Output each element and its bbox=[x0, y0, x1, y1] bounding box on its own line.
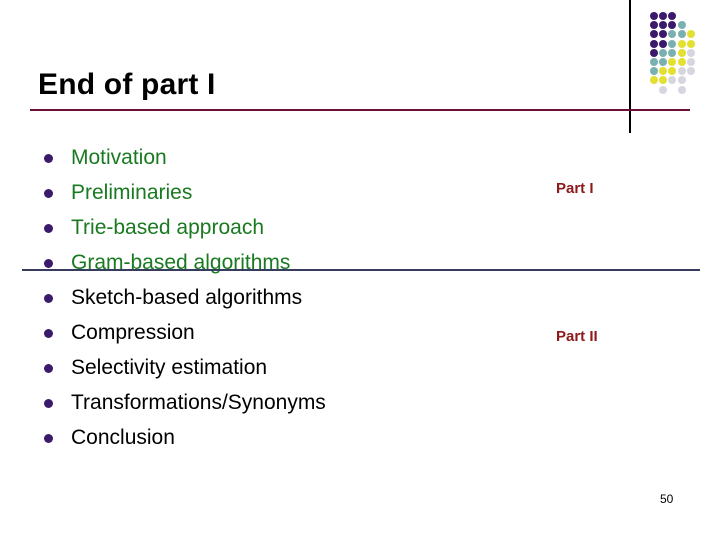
decorative-dot bbox=[659, 58, 668, 66]
list-item: Preliminaries bbox=[40, 175, 460, 210]
list-item: Conclusion bbox=[40, 420, 460, 455]
decorative-dot bbox=[686, 48, 695, 57]
decorative-dot bbox=[686, 39, 695, 48]
list-item: Gram-based algorithms bbox=[40, 245, 460, 280]
list-item-label: Conclusion bbox=[71, 426, 175, 449]
decorative-dot bbox=[659, 85, 668, 94]
decorative-dot bbox=[668, 48, 677, 57]
list-item: Trie-based approach bbox=[40, 210, 460, 245]
header-vertical-rule bbox=[629, 0, 631, 133]
list-item-label: Trie-based approach bbox=[71, 216, 264, 239]
decorative-dot bbox=[659, 30, 668, 39]
list-item-label: Preliminaries bbox=[71, 181, 193, 204]
decorative-dot bbox=[686, 67, 695, 76]
decorative-dot bbox=[677, 21, 686, 30]
list-item-label: Motivation bbox=[71, 146, 167, 169]
list-item-label: Transformations/Synonyms bbox=[71, 391, 326, 414]
decorative-dot bbox=[677, 30, 686, 39]
decorative-dot bbox=[668, 58, 677, 66]
decorative-dot bbox=[686, 58, 695, 66]
decorative-dot bbox=[659, 48, 668, 57]
part-one-label: Part I bbox=[556, 180, 594, 197]
bullet-point-icon bbox=[44, 294, 53, 303]
page-number: 50 bbox=[660, 492, 674, 506]
bullet-point-icon bbox=[44, 224, 53, 233]
decorative-dot bbox=[650, 12, 658, 20]
dot-grid-decoration bbox=[650, 12, 706, 94]
decorative-dot bbox=[668, 76, 677, 85]
decorative-dot bbox=[650, 76, 658, 85]
decorative-dot bbox=[686, 30, 695, 39]
bullet-point-icon bbox=[44, 189, 53, 198]
decorative-dot bbox=[677, 39, 686, 48]
decorative-dot bbox=[650, 30, 658, 39]
list-item: Transformations/Synonyms bbox=[40, 385, 460, 420]
bullet-point-icon bbox=[44, 259, 53, 268]
decorative-dot bbox=[677, 58, 686, 66]
decorative-dot bbox=[650, 21, 658, 30]
decorative-dot bbox=[677, 85, 686, 94]
decorative-dot bbox=[659, 76, 668, 85]
decorative-dot bbox=[659, 67, 668, 76]
list-item-label: Selectivity estimation bbox=[71, 356, 268, 379]
list-item: Sketch-based algorithms bbox=[40, 280, 460, 315]
list-item: Compression bbox=[40, 315, 460, 350]
decorative-dot bbox=[650, 67, 658, 76]
bullet-point-icon bbox=[44, 364, 53, 373]
list-item-label: Sketch-based algorithms bbox=[71, 286, 303, 309]
decorative-dot bbox=[668, 30, 677, 39]
decorative-dot bbox=[659, 39, 668, 48]
decorative-dot bbox=[650, 39, 658, 48]
list-item: Selectivity estimation bbox=[40, 350, 460, 385]
decorative-dot bbox=[668, 21, 677, 30]
bullet-point-icon bbox=[44, 329, 53, 338]
bullet-point-icon bbox=[44, 434, 53, 443]
title-underline-rule bbox=[30, 109, 690, 111]
decorative-dot bbox=[677, 48, 686, 57]
decorative-dot bbox=[677, 76, 686, 85]
decorative-dot bbox=[659, 21, 668, 30]
list-item-label: Compression bbox=[71, 321, 195, 344]
bullet-point-icon bbox=[44, 399, 53, 408]
decorative-dot bbox=[650, 58, 658, 66]
decorative-dot bbox=[659, 12, 668, 20]
decorative-dot bbox=[677, 67, 686, 76]
part-two-label: Part II bbox=[556, 328, 598, 345]
decorative-dot bbox=[668, 12, 677, 20]
decorative-dot bbox=[668, 67, 677, 76]
section-divider-rule bbox=[22, 269, 700, 271]
decorative-dot bbox=[650, 48, 658, 57]
decorative-dot bbox=[668, 39, 677, 48]
bullet-point-icon bbox=[44, 154, 53, 163]
list-item-label: Gram-based algorithms bbox=[71, 251, 291, 274]
list-item: Motivation bbox=[40, 140, 460, 175]
page-title: End of part I bbox=[38, 68, 216, 101]
